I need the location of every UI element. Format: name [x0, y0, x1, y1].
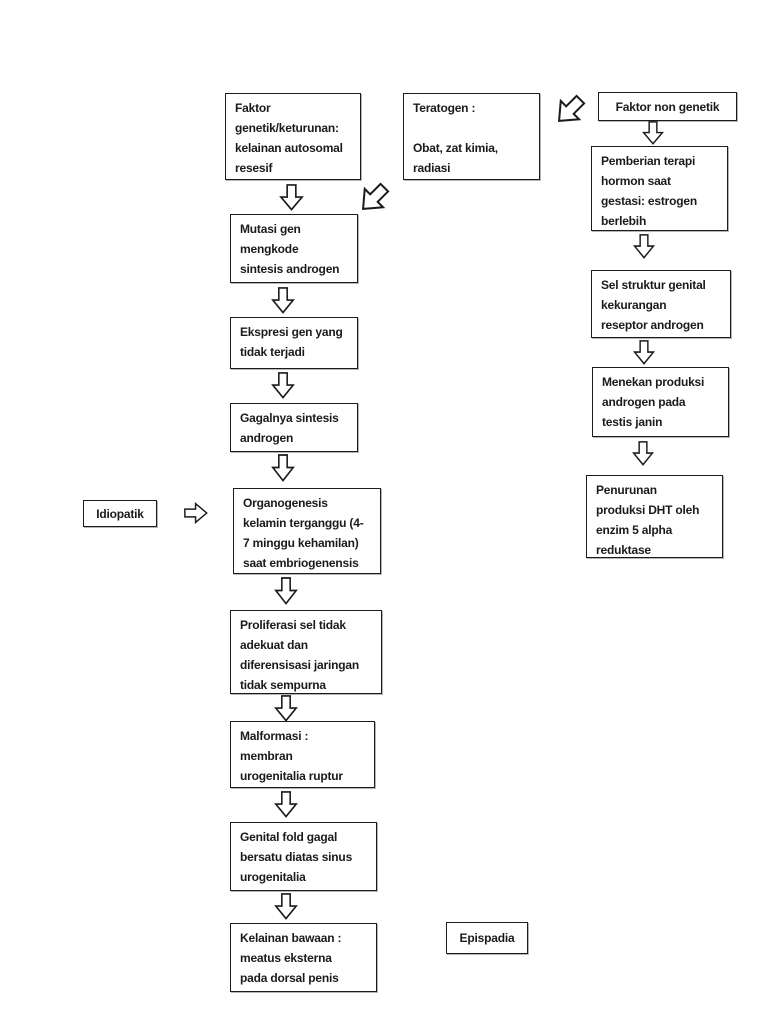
block-arrow-down-icon [273, 695, 299, 722]
block-arrow-down-icon [273, 893, 299, 920]
block-arrow-right-icon [184, 501, 208, 525]
node-kelainan-bawaan: Kelainan bawaan : meatus eksterna pada d… [230, 923, 377, 992]
node-malformasi: Malformasi : membran urogenitalia ruptur [230, 721, 375, 788]
node-gagalnya-sintesis: Gagalnya sintesis androgen [230, 403, 358, 452]
node-penurunan-dht: Penurunan produksi DHT oleh enzim 5 alph… [586, 475, 723, 558]
node-pemberian-terapi: Pemberian terapi hormon saat gestasi: es… [591, 146, 728, 231]
block-arrow-down-left-icon [546, 87, 593, 134]
node-idiopatik: Idiopatik [83, 500, 157, 527]
node-menekan-produksi: Menekan produksi androgen pada testis ja… [592, 367, 729, 437]
block-arrow-down-icon [641, 121, 665, 145]
block-arrow-down-icon [270, 287, 296, 314]
node-proliferasi: Proliferasi sel tidak adekuat dan difere… [230, 610, 382, 694]
node-epispadia: Epispadia [446, 922, 528, 954]
block-arrow-down-icon [632, 340, 656, 365]
node-faktor-non-genetik: Faktor non genetik [598, 92, 737, 121]
block-arrow-down-icon [273, 577, 299, 605]
block-arrow-down-icon [632, 234, 656, 259]
node-organogenesis: Organogenesis kelamin terganggu (4- 7 mi… [233, 488, 381, 574]
node-genital-fold: Genital fold gagal bersatu diatas sinus … [230, 822, 377, 891]
block-arrow-down-icon [631, 441, 655, 466]
block-arrow-down-icon [270, 372, 296, 399]
node-ekspresi-gen: Ekspresi gen yang tidak terjadi [230, 317, 358, 369]
block-arrow-down-icon [273, 791, 299, 818]
block-arrow-down-icon [270, 454, 296, 482]
node-teratogen: Teratogen : Obat, zat kimia, radiasi [403, 93, 540, 180]
node-sel-struktur: Sel struktur genital kekurangan reseptor… [591, 270, 731, 338]
node-faktor-genetik: Faktor genetik/keturunan: kelainan autos… [225, 93, 361, 180]
block-arrow-down-icon [278, 184, 305, 211]
node-mutasi-gen: Mutasi gen mengkode sintesis androgen [230, 214, 358, 283]
block-arrow-down-left-icon [350, 175, 397, 222]
